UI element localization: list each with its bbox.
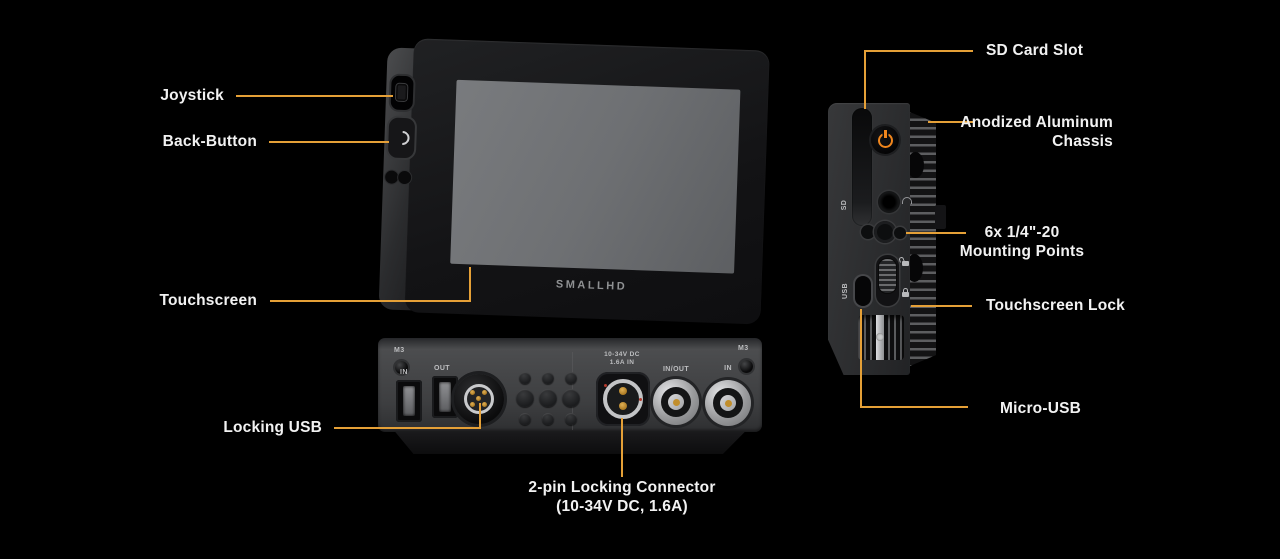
unlocked-icon (902, 261, 909, 266)
bnc-pin (724, 399, 732, 407)
touchscreen-line-vertical (469, 267, 471, 302)
front-view: SMALLHD (378, 37, 772, 332)
usb-pin (470, 402, 475, 407)
usb-pin (476, 396, 481, 401)
pad-dot (542, 413, 554, 425)
sd-engraved-label: SD (841, 199, 848, 211)
hdmi-out-port (432, 376, 458, 418)
micro-usb-port (855, 276, 871, 306)
micro-usb-line-vertical (860, 309, 862, 408)
two-pin-ring (603, 379, 643, 419)
joystick-nub (395, 83, 408, 102)
hdmi-in-tongue (403, 386, 415, 416)
mount-screw (876, 333, 884, 341)
pad-dot (565, 372, 577, 384)
headphone-jack (878, 191, 900, 213)
sd-slot-line (864, 50, 973, 52)
callout-chassis-line2: Chassis (1052, 132, 1113, 150)
callout-mounting-points: 6x 1/4"-20 Mounting Points (957, 224, 1087, 261)
mounting-line (906, 232, 966, 234)
callout-touchscreen: Touchscreen (159, 292, 257, 309)
pad-dot (519, 372, 531, 384)
sdi-in-connector (705, 380, 751, 426)
touchscreen-lock-line (911, 305, 972, 307)
m3-screw-right (740, 360, 753, 373)
touchscreen-line (270, 300, 471, 302)
mounting-point (874, 221, 896, 243)
headphone-icon (902, 197, 912, 204)
hdmi-out-label: OUT (434, 365, 450, 372)
pad-dot (562, 389, 580, 407)
hdmi-in-label: IN (400, 369, 408, 376)
power-spec-line1: 10-34V DC (604, 351, 640, 358)
callout-chassis: Anodized Aluminum Chassis (960, 114, 1113, 151)
callout-back-button: Back-Button (162, 133, 257, 150)
locking-usb-line (334, 427, 481, 429)
hdmi-out-tongue (439, 382, 451, 412)
sd-slot-line-vertical (864, 50, 866, 109)
locking-usb-line-vertical (479, 403, 481, 429)
callout-chassis-line1: Anodized Aluminum (960, 114, 1113, 131)
power-button (871, 126, 899, 154)
m3-screw-left (395, 361, 408, 374)
pad-dot (519, 413, 531, 425)
sdi-inout-label: IN/OUT (662, 366, 690, 373)
bottom-bezel-edge (395, 432, 745, 454)
callout-sd-card-slot: SD Card Slot (986, 42, 1084, 59)
callout-mounting-line1: 6x 1/4"-20 (984, 224, 1060, 241)
callout-joystick: Joystick (160, 87, 224, 104)
chassis-line (928, 121, 973, 123)
power-pin (619, 402, 627, 410)
side-view: SD USB (828, 98, 948, 383)
callout-micro-usb: Micro-USB (1000, 400, 1082, 417)
mounting-point (861, 225, 875, 239)
callout-locking-usb: Locking USB (223, 419, 322, 436)
pad-dot (542, 372, 554, 384)
usb-engraved-label: USB (842, 283, 849, 299)
back-button-control (387, 117, 416, 159)
mounting-point (894, 227, 906, 239)
usb-pin (482, 402, 487, 407)
back-arrow-icon (392, 128, 413, 148)
bnc-pin (672, 398, 680, 406)
m3-left-label: M3 (394, 347, 405, 354)
pad-dot (516, 389, 534, 407)
callout-two-pin: 2-pin Locking Connector (10-34V DC, 1.6A… (472, 479, 772, 516)
fin-cutout (907, 152, 924, 178)
power-pin (619, 387, 627, 395)
back-button-line (269, 141, 389, 143)
callout-two-pin-line2: (10-34V DC, 1.6A) (556, 497, 688, 515)
two-pin-connector (596, 372, 650, 426)
hdmi-in-port (396, 380, 422, 422)
power-spec-label: 10-34V DC 1.6A IN (582, 351, 662, 366)
joystick-control (390, 75, 414, 111)
sdi-in-label: IN (724, 365, 732, 372)
two-pin-line-vertical (621, 418, 623, 477)
usb-pin (470, 390, 475, 395)
usb-pin (482, 390, 487, 395)
callout-touchscreen-lock: Touchscreen Lock (986, 297, 1126, 314)
power-icon-stem (883, 130, 887, 138)
locked-icon (902, 288, 909, 297)
micro-usb-line (860, 406, 968, 408)
bottom-view: M3 IN OUT 10-34V DC (378, 338, 762, 458)
index-mark (604, 384, 607, 387)
callout-mounting-line2: Mounting Points (959, 242, 1085, 260)
pad-dot (565, 413, 577, 425)
touchscreen-lock-slider (876, 255, 899, 306)
callout-two-pin-line1: 2-pin Locking Connector (528, 479, 716, 496)
fin-cutout (906, 254, 923, 282)
pad-dot (539, 389, 557, 407)
index-mark (639, 398, 642, 401)
power-spec-line2: 1.6A IN (609, 358, 635, 366)
lock-slider-knob (879, 259, 896, 293)
joystick-line (236, 95, 393, 97)
sdi-inout-connector (653, 379, 699, 425)
rear-bracket (935, 205, 946, 229)
touchscreen-display (450, 79, 741, 274)
sd-card-slot-opening (852, 108, 872, 226)
m3-right-label: M3 (738, 345, 749, 352)
